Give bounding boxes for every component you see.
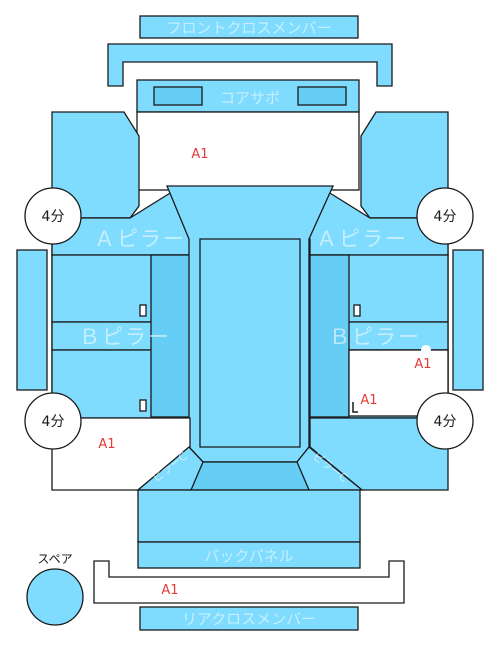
- right-rocker-inner: [309, 254, 350, 418]
- tire-front-left-badge[interactable]: 4分: [24, 187, 82, 245]
- spare-tire[interactable]: スペア: [26, 552, 84, 626]
- back-panel-label: バックパネル: [204, 547, 293, 565]
- right-side-mirror-rail[interactable]: [452, 249, 484, 391]
- tire-front-right-badge[interactable]: 4分: [416, 187, 474, 245]
- trunk-inner: [190, 461, 310, 491]
- right-rear-door-handle: [352, 402, 358, 413]
- damage-dot-rear: [161, 580, 179, 598]
- left-rear-door-handle: [139, 399, 147, 412]
- front-bumper-reinforcement[interactable]: [107, 43, 393, 87]
- rear-cross-member-label: リアクロスメンバー: [182, 610, 316, 628]
- engine-bay: [136, 111, 360, 191]
- svg-text:4分: 4分: [42, 209, 65, 225]
- damage-mark-rear-bumper: A1: [161, 583, 178, 598]
- front-cross-member-label: フロントクロスメンバー: [166, 19, 331, 37]
- right-front-door-handle: [353, 304, 361, 317]
- spare-tire-icon: [26, 568, 84, 626]
- b-pillar-left-label: Ｂピラー: [79, 325, 171, 349]
- tire-rear-left-badge[interactable]: 4分: [24, 392, 82, 450]
- left-rocker-inner: [150, 254, 191, 418]
- damage-mark-left-rear-quarter: A1: [98, 437, 115, 452]
- a-pillar-left-label: Ａピラー: [94, 227, 186, 251]
- svg-text:4分: 4分: [434, 414, 457, 430]
- core-support[interactable]: コアサポ: [136, 79, 360, 113]
- svg-text:4分: 4分: [42, 414, 65, 430]
- core-support-right-opening: [297, 86, 347, 106]
- left-front-door-handle: [139, 304, 147, 317]
- b-pillar-right-label: Ｂピラー: [329, 325, 421, 349]
- damage-mark-right-b-pillar: A1: [414, 357, 431, 372]
- front-cross-member[interactable]: フロントクロスメンバー: [139, 15, 359, 39]
- back-panel[interactable]: バックパネル: [137, 489, 361, 569]
- right-body-side[interactable]: Ａピラー Ｂピラー: [298, 189, 449, 419]
- left-side-mirror-rail[interactable]: [16, 249, 48, 391]
- svg-text:4分: 4分: [434, 209, 457, 225]
- tire-rear-right-badge[interactable]: 4分: [416, 392, 474, 450]
- core-support-label: コアサポ: [220, 89, 280, 107]
- core-support-left-opening: [153, 86, 203, 106]
- rear-cross-member[interactable]: リアクロスメンバー: [139, 606, 359, 631]
- a-pillar-right-label: Ａピラー: [316, 227, 408, 251]
- damage-mark-right-rear-door: A1: [360, 393, 377, 408]
- damage-dot: [421, 345, 431, 355]
- spare-tire-label: スペア: [37, 552, 72, 566]
- damage-mark-engine-bay: A1: [191, 147, 208, 162]
- roof-inner: [199, 238, 301, 448]
